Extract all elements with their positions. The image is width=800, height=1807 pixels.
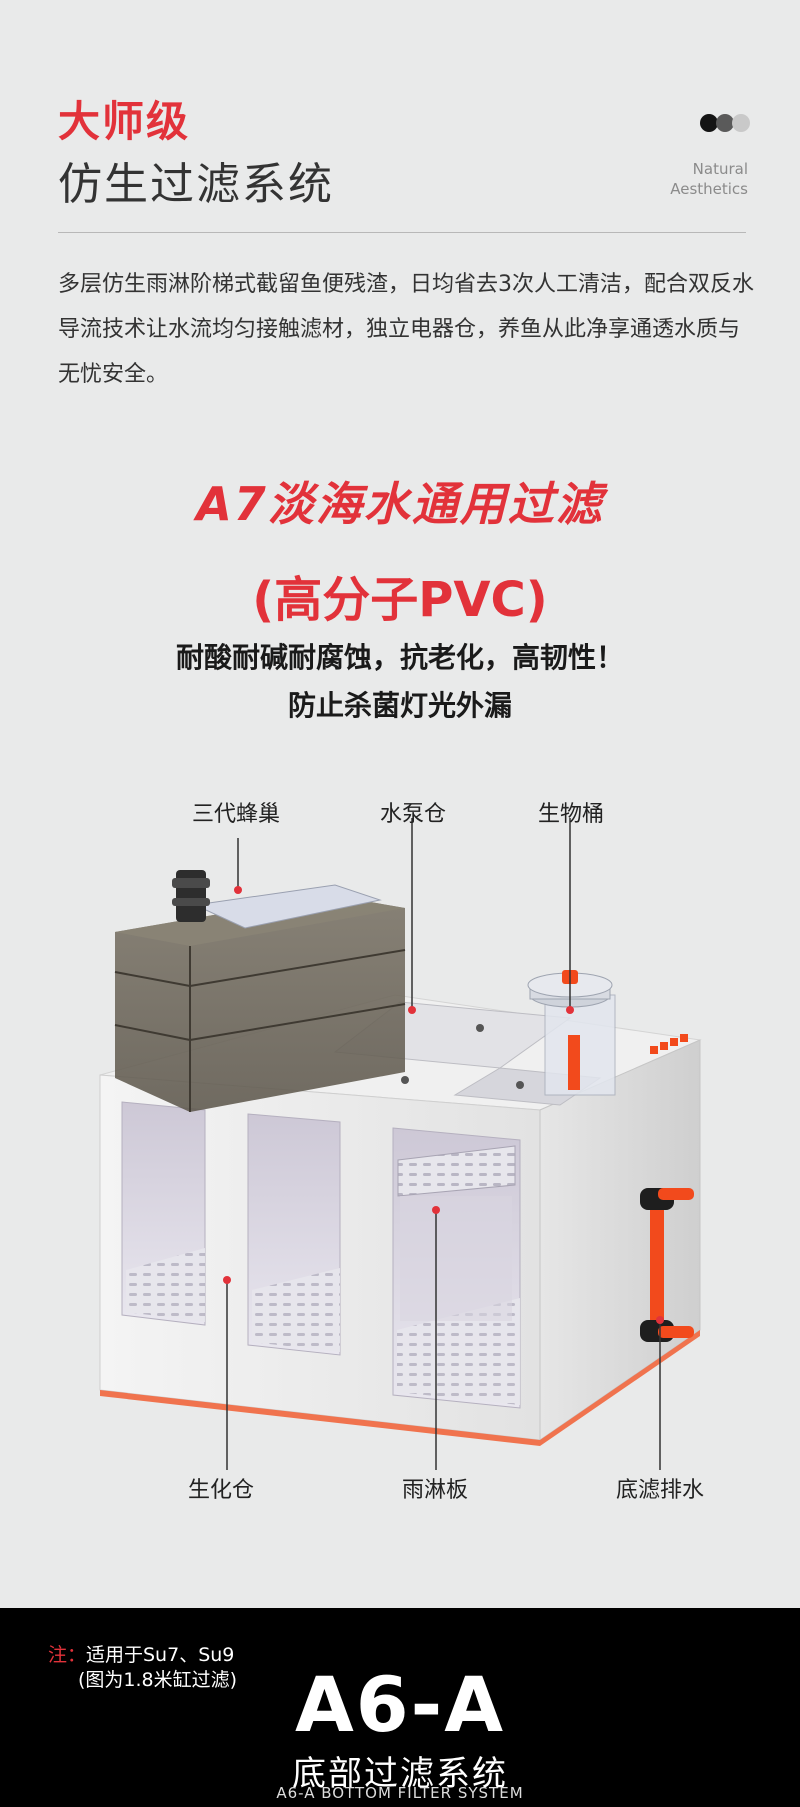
header-title-red: 大师级 (58, 97, 191, 146)
product-feature-2: 防止杀菌灯光外漏 (287, 689, 512, 722)
dot-icon (732, 114, 750, 132)
callout-rain-plate: 雨淋板 (402, 1478, 469, 1503)
drain-pipe (640, 1188, 694, 1342)
product-title: A7淡海水通用过滤 (196, 477, 604, 531)
note-line-1: 适用于Su7、Su9 (86, 1644, 235, 1666)
filter-unit-illustration (99, 818, 702, 1470)
callout-honeycomb: 三代蜂巢 (192, 802, 281, 827)
honeycomb-module (114, 870, 406, 1112)
tagline-line1: Natural (692, 160, 748, 178)
model-number: A6-A (294, 1660, 506, 1749)
note-line-2: (图为1.8米缸过滤) (78, 1669, 238, 1691)
callout-biochem-chamber: 生化仓 (188, 1478, 255, 1503)
callout-dots (223, 886, 664, 1324)
model-name-cn: 底部过滤系统 (292, 1754, 508, 1794)
note-label: 注： (48, 1644, 87, 1666)
product-material: (高分子PVC) (252, 572, 548, 628)
callout-lines (226, 818, 661, 1470)
intro-paragraph: 多层仿生雨淋阶梯式截留鱼便残渣，日均省去3次人工清洁，配合双反水导流技术让水流均… (58, 272, 754, 387)
control-buttons (650, 1034, 688, 1054)
callout-bottom-drain: 底滤排水 (616, 1478, 705, 1503)
decorative-dots (700, 114, 752, 134)
tagline-line2: Aesthetics (670, 180, 748, 198)
callout-bio-bucket: 生物桶 (538, 802, 605, 827)
dot-icon (700, 114, 718, 132)
footer-band (0, 1608, 800, 1807)
product-feature-1: 耐酸耐碱耐腐蚀，抗老化，高韧性！ (175, 641, 624, 674)
header-title-main: 仿生过滤系统 (58, 159, 334, 210)
header-divider (58, 232, 746, 233)
model-name-en: A6-A BOTTOM FILTER SYSTEM (276, 1784, 524, 1802)
callout-pump-chamber: 水泵仓 (380, 802, 447, 827)
dot-icon (716, 114, 734, 132)
front-windows (121, 1101, 521, 1409)
